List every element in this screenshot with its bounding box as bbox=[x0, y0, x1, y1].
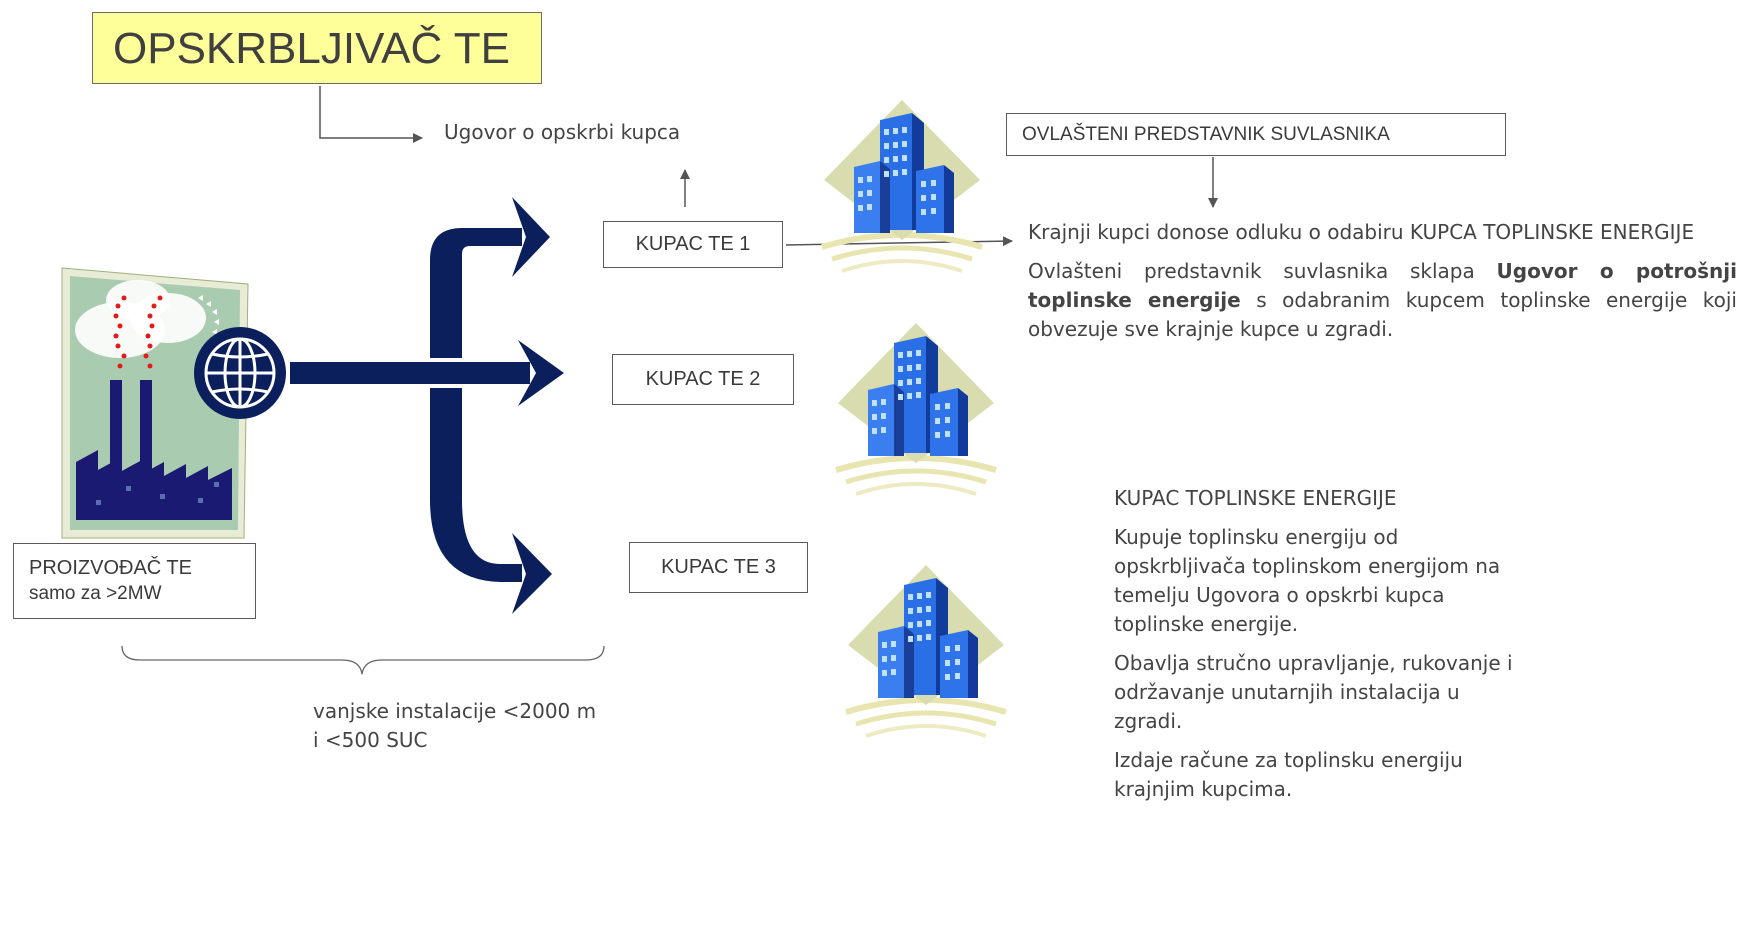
rep-contract-text: Ovlašteni predstavnik suvlasnika sklapa … bbox=[1028, 257, 1737, 344]
building-icon-1 bbox=[822, 100, 982, 271]
rep-contract-bold: Ugovor o potrošnji toplinske energije bbox=[1028, 259, 1738, 312]
buyer-box-2: KUPAC TE 2 bbox=[612, 354, 794, 405]
producer-label: PROIZVOĐAČ TE bbox=[29, 557, 192, 579]
supplier-title-box: OPSKRBLJIVAČ TE bbox=[92, 12, 542, 84]
heat-buyer-heading: KUPAC TOPLINSKE ENERGIJE bbox=[1114, 486, 1397, 510]
external-install-text: vanjske instalacije <2000 m i <500 SUC bbox=[313, 697, 596, 755]
producer-box: PROIZVOĐAČ TE samo za >2MW bbox=[13, 543, 256, 619]
heat-buyer-desc-2: Obavlja stručno upravljanje, rukovanje i… bbox=[1114, 651, 1513, 733]
end-customers-decide-text: Krajnji kupci donose odluku o odabiru KU… bbox=[1028, 220, 1695, 244]
owner-rep-label: OVLAŠTENI PREDSTAVNIK SUVLASNIKA bbox=[1022, 124, 1390, 145]
external-install-line-2: i <500 SUC bbox=[313, 728, 428, 752]
external-install-line-1: vanjske instalacije <2000 m bbox=[313, 699, 597, 723]
heat-buyer-info: KUPAC TOPLINSKE ENERGIJE Kupuje toplinsk… bbox=[1114, 484, 1514, 814]
external-install-brace bbox=[121, 645, 605, 675]
distribution-arrows bbox=[290, 197, 564, 614]
buyer-label-2: KUPAC TE 2 bbox=[645, 368, 761, 390]
rep-contract-prefix: Ovlašteni predstavnik suvlasnika sklapa bbox=[1028, 259, 1475, 283]
heat-buyer-desc-1: Kupuje toplinsku energiju od opskrbljiva… bbox=[1114, 525, 1501, 636]
owner-rep-box: OVLAŠTENI PREDSTAVNIK SUVLASNIKA bbox=[1006, 113, 1506, 156]
heat-buyer-desc-3: Izdaje račune za toplinsku energiju kraj… bbox=[1114, 748, 1463, 801]
buyer-label-3: KUPAC TE 3 bbox=[661, 556, 776, 578]
rep-contract-suffix: s odabranim kupcem toplinske energije ko… bbox=[1028, 288, 1737, 341]
buyer-label-1: KUPAC TE 1 bbox=[635, 233, 751, 255]
producer-threshold: samo za >2MW bbox=[29, 583, 162, 604]
supplier-title: OPSKRBLJIVAČ TE bbox=[113, 24, 510, 73]
building-icon-2 bbox=[836, 323, 996, 494]
building-icon-3 bbox=[846, 565, 1006, 736]
factory-icon bbox=[61, 267, 286, 539]
buyer-box-3: KUPAC TE 3 bbox=[629, 542, 808, 593]
buyer-box-1: KUPAC TE 1 bbox=[603, 221, 783, 268]
connector-title-to-contract bbox=[319, 86, 423, 143]
supply-contract-label: Ugovor o opskrbi kupca bbox=[444, 120, 681, 144]
end-customer-info: Krajnji kupci donose odluku o odabiru KU… bbox=[1028, 218, 1737, 354]
